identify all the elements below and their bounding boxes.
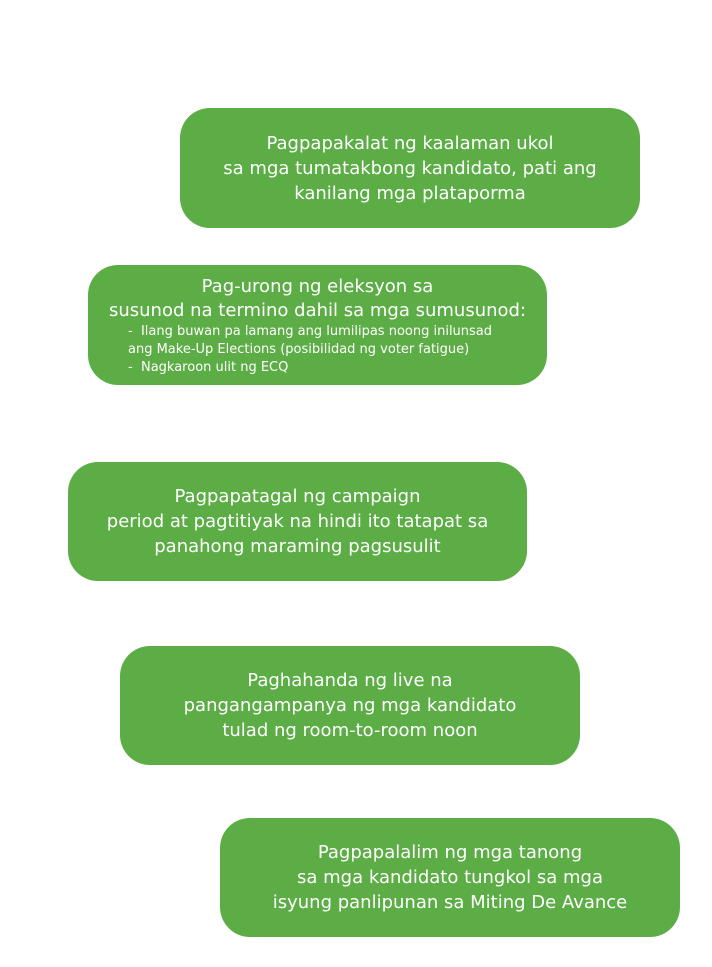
card-text-line: susunod na termino dahil sa mga sumusuno… bbox=[108, 300, 527, 321]
card-text-line: Pag-urong ng eleksyon sa bbox=[201, 276, 434, 297]
card-text-line: pangangampanya ng mga kandidato bbox=[183, 695, 517, 716]
card-text-line: panahong maraming pagsusulit bbox=[154, 536, 441, 557]
card-text-line: sa mga tumatakbong kandidato, pati ang bbox=[223, 157, 597, 179]
card-text-line: Pagpapalalim ng mga tanong bbox=[317, 842, 583, 863]
card-text-line: period at pagtitiyak na hindi ito tatapa… bbox=[106, 511, 489, 532]
proposal-card-4: Paghahanda ng live na pangangampanya ng … bbox=[120, 646, 580, 765]
card-text-line: Paghahanda ng live na bbox=[247, 670, 453, 691]
proposal-card-3: Pagpapatagal ng campaign period at pagti… bbox=[68, 462, 527, 581]
reason-item: Nagkaroon ulit ng ECQ bbox=[128, 359, 492, 377]
card-text-line: isyung panlipunan sa Miting De Avance bbox=[272, 892, 628, 913]
card-text-line: kanilang mga plataporma bbox=[294, 182, 526, 204]
proposal-card-2: Pag-urong ng eleksyon sa susunod na term… bbox=[88, 265, 547, 385]
proposal-card-1: Pagpapakalat ng kaalaman ukol sa mga tum… bbox=[180, 108, 640, 228]
card-text-line: Pagpapakalat ng kaalaman ukol bbox=[266, 132, 554, 154]
reason-list: Ilang buwan pa lamang ang lumilipas noon… bbox=[88, 323, 492, 377]
card-text-line: sa mga kandidato tungkol sa mga bbox=[297, 867, 603, 888]
reason-item: Ilang buwan pa lamang ang lumilipas noon… bbox=[128, 323, 492, 341]
proposal-card-5: Pagpapalalim ng mga tanong sa mga kandid… bbox=[220, 818, 680, 937]
card-text-line: tulad ng room-to-room noon bbox=[222, 720, 478, 741]
card-text-line: Pagpapatagal ng campaign bbox=[174, 486, 421, 507]
reason-item-continuation: ang Make-Up Elections (posibilidad ng vo… bbox=[128, 342, 470, 357]
